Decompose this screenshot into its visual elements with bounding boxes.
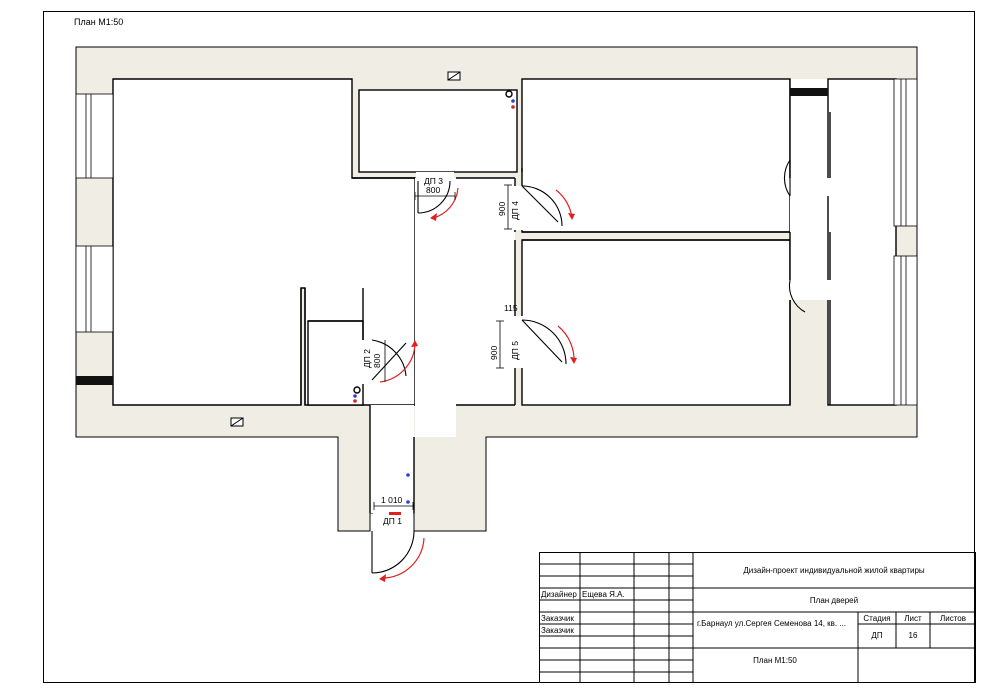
stamp-sheet-title: План дверей: [810, 596, 858, 605]
stamp-plan-label: План М1:50: [753, 656, 797, 665]
stamp-sheet-header: Лист: [904, 614, 922, 623]
stamp-stage-value: ДП: [871, 631, 882, 640]
stamp-sheet-value: 16: [909, 631, 918, 640]
radiator-left: [76, 376, 113, 385]
door-width-dp4: 900: [497, 202, 507, 216]
door-width-dp5: 900: [489, 346, 499, 360]
fixtures: [230, 71, 515, 515]
door-label-dp5: ДП 5: [510, 341, 520, 360]
dimensions: [373, 184, 512, 510]
door-label-dp2: ДП 2: [362, 349, 372, 368]
door-label-dp1: ДП 1: [383, 516, 402, 526]
title-block: Дизайн-проект индивидуальной жилой кварт…: [539, 552, 976, 683]
stamp-designer-name: Ещева Я.А.: [582, 590, 625, 599]
door-openings: [361, 172, 833, 533]
door-label-dp4: ДП 4: [510, 201, 520, 220]
stamp-stage-header: Стадия: [863, 614, 890, 623]
stamp-project-title: Дизайн-проект индивидуальной жилой кварт…: [743, 566, 925, 575]
stamp-designer-role: Дизайнер: [541, 590, 577, 599]
door-labels: ДП 3 800 ДП 1 1 010 115 ДП 4 900 ДП 5 90…: [362, 176, 520, 526]
stamp-address: г.Барнаул ул.Сергея Семенова 14, кв. ...: [697, 619, 846, 628]
radiator-right: [790, 88, 828, 96]
plan-scale-label: План М1:50: [74, 17, 124, 27]
stamp-client-1: Заказчик: [541, 614, 574, 623]
stamp-sheets-header: Листов: [940, 614, 966, 623]
door-swings: [371, 159, 806, 574]
sheet-frame: [43, 11, 975, 683]
arrow-heads: [379, 213, 577, 582]
door-width-dp3: 800: [426, 185, 440, 195]
stamp-client-2: Заказчик: [541, 626, 574, 635]
door-width-dp2: 800: [372, 354, 382, 368]
door-width-dp1: 1 010: [381, 495, 403, 505]
dim-115: 115: [504, 303, 518, 313]
windows: [75, 78, 918, 406]
rooms: [112, 78, 897, 513]
door-label-dp3: ДП 3: [424, 176, 443, 186]
